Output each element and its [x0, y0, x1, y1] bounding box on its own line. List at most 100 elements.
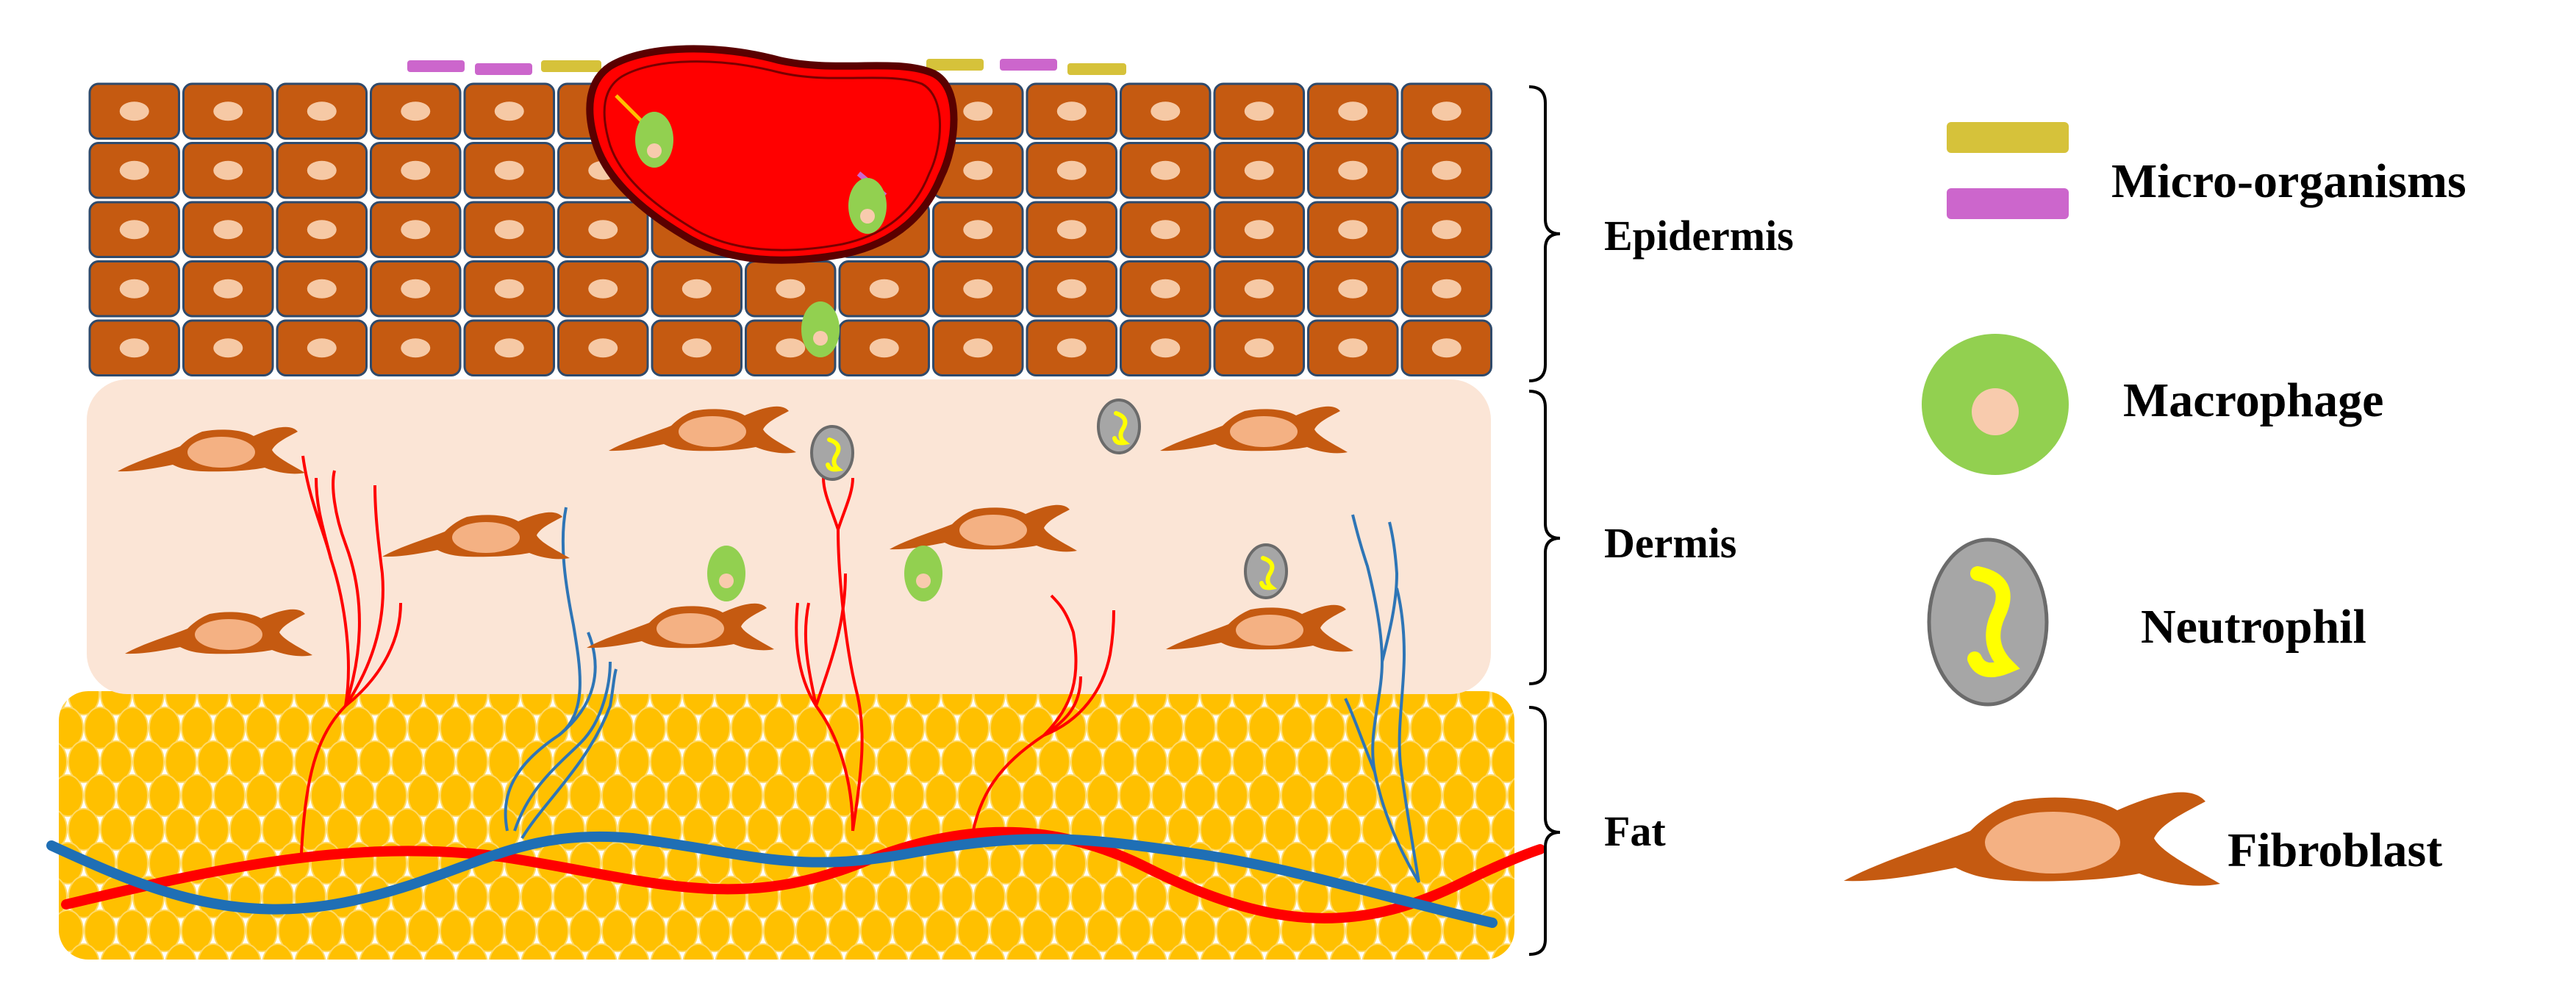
- fat-cell: [1313, 774, 1345, 817]
- keratinocyte-cell: [1307, 142, 1399, 199]
- fat-cell: [407, 910, 440, 952]
- legend-microbe-yellow-swatch: [1947, 122, 2069, 153]
- fat-cell: [941, 740, 973, 783]
- fat-cell: [488, 740, 520, 783]
- keratinocyte-cell: [932, 260, 1024, 318]
- fat-cell: [375, 774, 407, 817]
- fat-cell: [1184, 707, 1216, 749]
- fat-cell: [1426, 808, 1459, 851]
- keratinocyte-cell: [1400, 201, 1492, 258]
- macrophage-cell: [848, 171, 887, 234]
- keratinocyte-cell: [182, 319, 274, 376]
- keratinocyte-cell: [932, 319, 1024, 376]
- fat-cell: [1119, 707, 1151, 749]
- fat-cell: [84, 774, 116, 817]
- fat-cell: [1459, 808, 1491, 851]
- legend-neutrophil: Neutrophil: [1927, 537, 2366, 707]
- keratinocyte-cell: [182, 142, 274, 199]
- keratinocyte-cell: [463, 142, 555, 199]
- keratinocyte-cell: [651, 319, 743, 376]
- fat-cell: [618, 740, 650, 783]
- fat-cell: [213, 707, 246, 749]
- fat-cell: [925, 707, 957, 749]
- keratinocyte-cell: [370, 82, 462, 140]
- fat-cell: [860, 774, 892, 817]
- dermal-capillaries: [300, 455, 1420, 884]
- fat-cell: [909, 740, 941, 783]
- fat-cell: [197, 943, 229, 960]
- keratinocyte-cell: [88, 319, 180, 376]
- fat-cell: [537, 910, 569, 952]
- fat-cell: [100, 808, 132, 851]
- keratinocyte-cell: [1213, 82, 1305, 140]
- fat-cell: [1151, 707, 1184, 749]
- fat-cell: [795, 707, 828, 749]
- keratinocyte-cell: [1307, 260, 1399, 318]
- keratinocyte-cell: [1120, 201, 1212, 258]
- fat-cell: [973, 740, 1006, 783]
- keratinocyte-cell: [1213, 319, 1305, 376]
- fat-cell: [779, 943, 812, 960]
- keratinocyte-cell: [276, 142, 368, 199]
- fat-cell: [1329, 740, 1362, 783]
- keratinocyte-cell: [1026, 260, 1117, 318]
- fat-cell: [1119, 774, 1151, 817]
- fat-cell: [504, 910, 537, 952]
- keratinocyte-cell: [1213, 142, 1305, 199]
- fat-cell: [1038, 943, 1070, 960]
- neutrophil-cell: [1097, 399, 1141, 454]
- keratinocyte-cell: [838, 260, 930, 318]
- fat-cell: [779, 808, 812, 851]
- fat-cell: [181, 707, 213, 749]
- fat-cell: [262, 943, 294, 960]
- fat-cell: [1038, 740, 1070, 783]
- keratinocyte-cell: [276, 82, 368, 140]
- fat-cell: [375, 707, 407, 749]
- fat-cell: [698, 774, 731, 817]
- keratinocyte-cell: [1400, 319, 1492, 376]
- fat-cell: [165, 943, 197, 960]
- fat-cell: [132, 740, 165, 783]
- fat-cell: [698, 707, 731, 749]
- fat-cell: [294, 943, 326, 960]
- fat-cell: [1184, 774, 1216, 817]
- fat-cell: [423, 740, 456, 783]
- fat-cell: [1070, 943, 1103, 960]
- fat-cell: [1264, 943, 1297, 960]
- fat-cell: [1281, 707, 1313, 749]
- fat-cell: [488, 943, 520, 960]
- fat-cell: [165, 808, 197, 851]
- fat-cell: [569, 774, 601, 817]
- keratinocyte-cell: [1307, 201, 1399, 258]
- epidermis-bracket: [1528, 85, 1561, 382]
- keratinocyte-cell: [88, 142, 180, 199]
- fat-cell: [682, 943, 715, 960]
- fat-cell: [84, 707, 116, 749]
- keratinocyte-cell: [370, 260, 462, 318]
- fat-cell: [59, 808, 68, 851]
- fat-cell: [1378, 774, 1410, 817]
- fat-cell: [1475, 774, 1507, 817]
- fat-cell: [569, 910, 601, 952]
- keratinocyte-cell: [1026, 319, 1117, 376]
- major-vein: [46, 831, 1498, 928]
- fat-cell: [1410, 774, 1442, 817]
- fat-cell: [1313, 707, 1345, 749]
- fat-cell: [909, 943, 941, 960]
- fat-cell: [1507, 774, 1514, 817]
- fat-cell: [1151, 910, 1184, 952]
- fibroblast-cell: [587, 603, 774, 651]
- fat-cell: [763, 910, 795, 952]
- fat-cell: [1426, 740, 1459, 783]
- fat-cell: [731, 774, 763, 817]
- fat-cell: [941, 943, 973, 960]
- fat-cell: [1394, 943, 1426, 960]
- keratinocyte-cell: [370, 142, 462, 199]
- fat-cell: [844, 876, 876, 918]
- fat-cell: [812, 808, 844, 851]
- fat-cell: [973, 943, 1006, 960]
- fat-cell: [326, 943, 359, 960]
- fat-cell: [1135, 943, 1167, 960]
- neutrophil-cell: [1244, 543, 1288, 599]
- legend-fibroblast: Fibroblast: [1844, 792, 2442, 886]
